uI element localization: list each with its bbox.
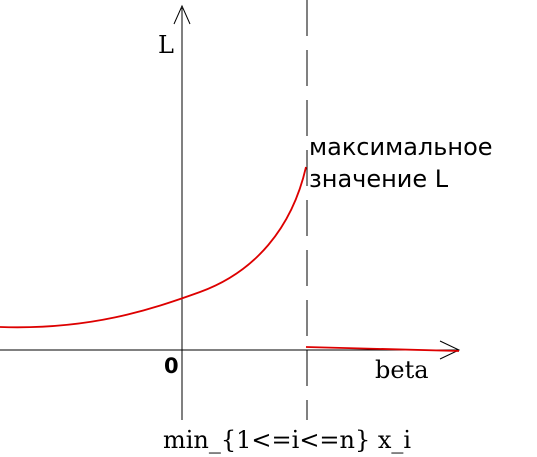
x-axis-arrow-icon — [439, 340, 461, 360]
likelihood-curve-left — [0, 166, 307, 329]
origin-label: 0 — [164, 354, 179, 378]
x-axis-label: beta — [375, 356, 429, 384]
max-value-label-line1: максимальное — [309, 133, 493, 161]
boundary-label: min_{1<=i<=n} x_i — [163, 426, 411, 454]
likelihood-curve-right — [305, 346, 460, 352]
y-axis-label: L — [158, 31, 174, 59]
y-axis-arrow-icon — [173, 4, 191, 25]
max-value-label-line2: значение L — [309, 165, 449, 193]
